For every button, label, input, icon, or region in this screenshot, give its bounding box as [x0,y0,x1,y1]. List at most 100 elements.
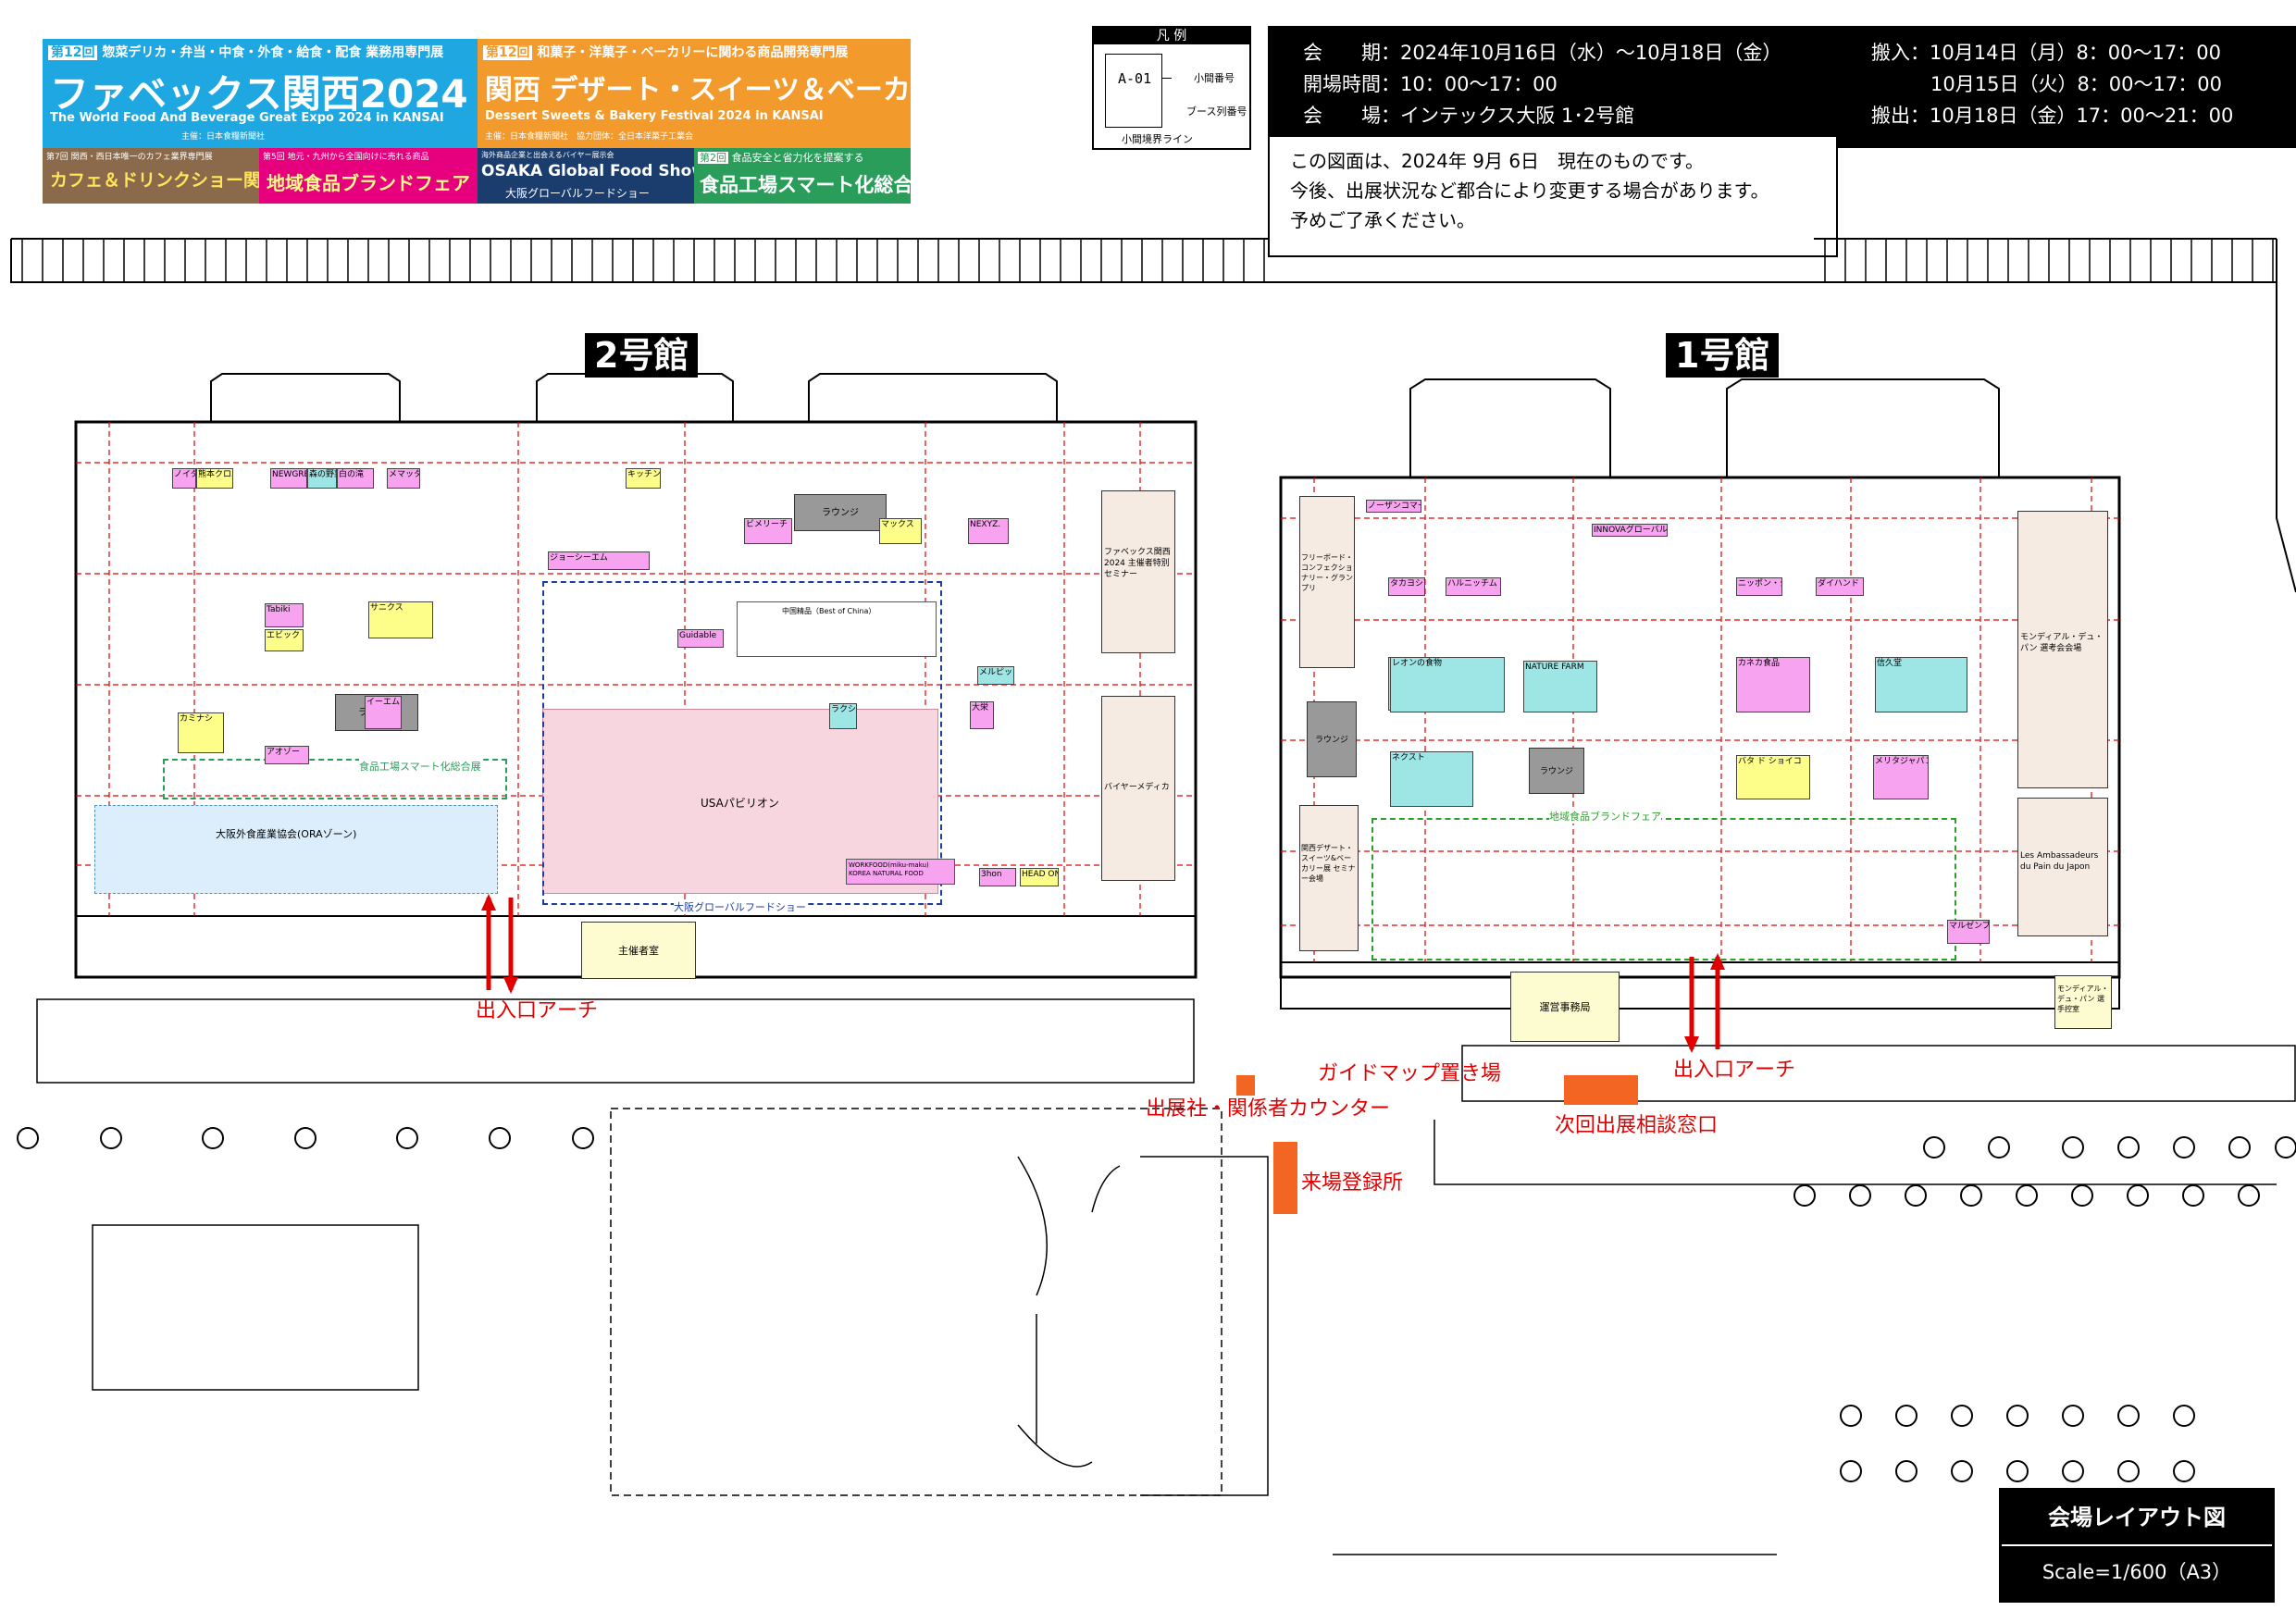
hall2-booth[interactable]: NEWGREEN [270,468,307,489]
hall1-booth[interactable]: 信久堂 [1875,657,1967,712]
organizer-room-label: 主催者室 [618,945,659,957]
hall1-booth[interactable]: ネクスト [1390,751,1473,807]
chiiki-name: 地域食品ブランドフェア [267,172,470,194]
hall2-booth[interactable]: ビメリーチ [744,518,792,544]
hall1-booth[interactable]: ハルニッチム [1446,577,1501,596]
kansai-dessert-seminar[interactable]: 関西デザート・スイーツ&ベーカリー展 セミナー会場 [1299,805,1359,951]
hall1-booth-label: ニッポン・ジャパン [1738,579,1781,588]
hall2-booth[interactable]: ノイタイ [172,468,196,489]
move-in-2: 10月15日（火）8：00～17：00 [1930,73,2222,95]
hall1-booth[interactable]: メリタジャパン [1873,755,1929,799]
hall2-booth-label: イーエム [366,698,401,707]
hall1-booth-label: タカヨシ商会 [1390,579,1424,588]
hall1-booth-label: ダイハンド [1818,579,1859,588]
hall1-booth[interactable]: NATURE FARM [1523,661,1597,712]
hall2-booth[interactable]: カミナシ [178,712,224,753]
best-of-china-label: 中国精品（Best of China） [782,607,876,615]
exhibitor-counter-desk [1236,1075,1255,1096]
hall1-outline [1279,476,2121,979]
chiiki-brand-area[interactable]: 地域食品ブランドフェア [1371,809,1956,960]
hall2-booth-label: 白の滝 [339,470,365,479]
smart-factory-label: 食品工場スマート化総合展 [359,759,481,774]
hall1-booth-label: 信久堂 [1877,659,1903,668]
osaka-headline: 海外商品企業と出会えるバイヤー展示会 [481,151,614,159]
hall1-booth[interactable]: ニッポン・ジャパン [1736,577,1782,596]
fabex-seminar-room[interactable]: ファベックス関西2024 主催者特別セミナー [1101,490,1175,653]
scale-title: 会場レイアウト図 [2002,1491,2272,1546]
fabex-logo: 第12回 惣菜デリカ・弁当・中食・外食・給食・配食 業務用専門展 ファベックス関… [43,39,478,148]
hall2-lounge-2: ラウンジ [794,494,887,531]
hall2-booth[interactable]: 白の滝 [337,468,374,489]
notice-box: この図面は、2024年 9月 6日 現在のものです。 今後、出展状況など都合によ… [1268,135,1838,257]
hall2-booth[interactable]: キッチン [626,468,661,489]
exhibitor-counter-label: 出展社・関係者カウンター [1146,1097,1391,1121]
best-of-china[interactable]: 中国精品（Best of China） [737,601,937,657]
hours-value: 10：00～17：00 [1400,73,1558,95]
hall2-booth[interactable]: 3hon [979,868,1016,886]
hall2-booth[interactable]: アオゾー [265,746,309,764]
free-dessert-area[interactable]: フリーボード・コンフェクショナリー・グランプリ [1299,496,1355,668]
korea-booth[interactable]: WORKFOOD(miku-maku) KOREA NATURAL FOOD [846,859,955,885]
hall2-booth[interactable]: 熊本クロム [196,468,233,489]
exhibition-logos: 第12回 惣菜デリカ・弁当・中食・外食・給食・配食 業務用専門展 ファベックス関… [43,39,911,204]
chiiki-headline: 地元・九州から全国向けに売れる商品 [287,153,429,162]
hall2-entrance-label: 出入口アーチ [476,999,599,1022]
dessert-edition: 第12回 [483,45,533,60]
hall2-booth[interactable]: メルピット [977,666,1014,685]
hall2-booth-label: ビメリーチ [746,520,788,529]
hall1-booth[interactable]: バタ ド ショイコ [1736,755,1810,799]
hall1-entrance-label: 出入口アーチ [1673,1059,1796,1082]
office-label: 運営事務局 [1539,1001,1591,1013]
hall2-booth[interactable]: Tabiki [265,603,304,627]
hall2-booth[interactable]: ラクシェ [829,703,857,729]
hall1-booth[interactable]: ノーザンコマーシャル [1366,500,1421,513]
hall2-booth-label: カミナシ [180,714,214,724]
ora-zone[interactable]: 大阪外食産業協会(ORAゾーン) [94,805,498,894]
hall2-booth[interactable]: Guidable [677,629,724,648]
hall1-booth[interactable]: タカヨシ商会 [1388,577,1425,596]
legend-booth-code: A-01 [1118,70,1152,87]
hall2-booth[interactable]: メマッタ [387,468,420,489]
dessert-organizer: 主催：日本食糧新聞社 協力団体：全日本洋菓子工業会 [485,132,694,142]
osaka-name: OSAKA Global Food Show 2024 [481,162,694,180]
hall2-booth-label: メマッタ [389,470,420,479]
buyer-meeting-room[interactable]: バイヤーメディカ [1101,696,1175,881]
osaka-global-area[interactable]: 大阪グローバルフードショー [542,581,942,914]
hall1-lounge-2: ラウンジ [1529,748,1584,794]
hall1-booth[interactable]: INNOVAグローバルトレンドリーン [1592,524,1668,537]
hall2-booth[interactable]: エビック [265,629,304,651]
hall1-lounge-2-label: ラウンジ [1539,767,1573,776]
hall2-booth[interactable]: ジョーシーエム [548,551,650,570]
hall2-booth[interactable]: 森の野菜 [307,468,337,489]
hall2-booth[interactable]: HEAD ON [1020,868,1059,886]
osaka-sub: 大阪グローバルフードショー [505,187,650,200]
fabex-headline: 惣菜デリカ・弁当・中食・外食・給食・配食 業務用専門展 [102,45,444,60]
ambassadeurs-area[interactable]: Les Ambassadeurs du Pain du Japon [2017,798,2108,936]
ambassadeurs-label: Les Ambassadeurs du Pain du Japon [2020,851,2099,872]
hall2-booth-label: マックス [881,520,914,529]
hall1-booth[interactable]: レオンの食物 [1390,657,1505,712]
hall2-booth[interactable]: サニクス [368,601,433,638]
hall2-booth[interactable]: NEXYZ. [968,518,1009,544]
smart-factory-area[interactable]: 食品工場スマート化総合展 [163,759,507,799]
hall1-booth[interactable]: カネカ食品 [1736,657,1810,712]
hall2-booth[interactable]: マックス [879,518,922,544]
scale-value: Scale=1/600（A3） [2042,1561,2232,1583]
hall1-booth[interactable]: ダイハンド [1816,577,1864,596]
fabex-edition: 第12回 [48,45,98,60]
hall2-booth-label: HEAD ON [1022,870,1059,879]
mondial-pain-area[interactable]: モンディアル・デュ・パン 選考会会場 [2017,511,2108,788]
hall2-booth-label: アオゾー [267,748,301,757]
chiiki-brand-label: 地域食品ブランドフェア [1549,809,1661,824]
hall2-booth[interactable]: イーエム [365,696,402,729]
hall1-booth-label: ノーザンコマーシャル [1368,502,1421,511]
hall1-booth-label: マルゼンブック [1949,922,1990,931]
hall2-booth-label: 大栄 [972,703,989,712]
legend-small-block-no: 小間番号 [1194,72,1235,84]
dessert-english: Dessert Sweets & Bakery Festival 2024 in… [485,109,824,123]
hall1-booth-label: レオンの食物 [1392,659,1443,668]
hall1-booth-label: カネカ食品 [1738,659,1781,668]
hall1-booth[interactable]: マルゼンブック [1947,920,1990,944]
cafe-name: カフェ＆ドリンクショー関西 [50,170,259,191]
hall2-booth[interactable]: 大栄 [970,701,994,729]
